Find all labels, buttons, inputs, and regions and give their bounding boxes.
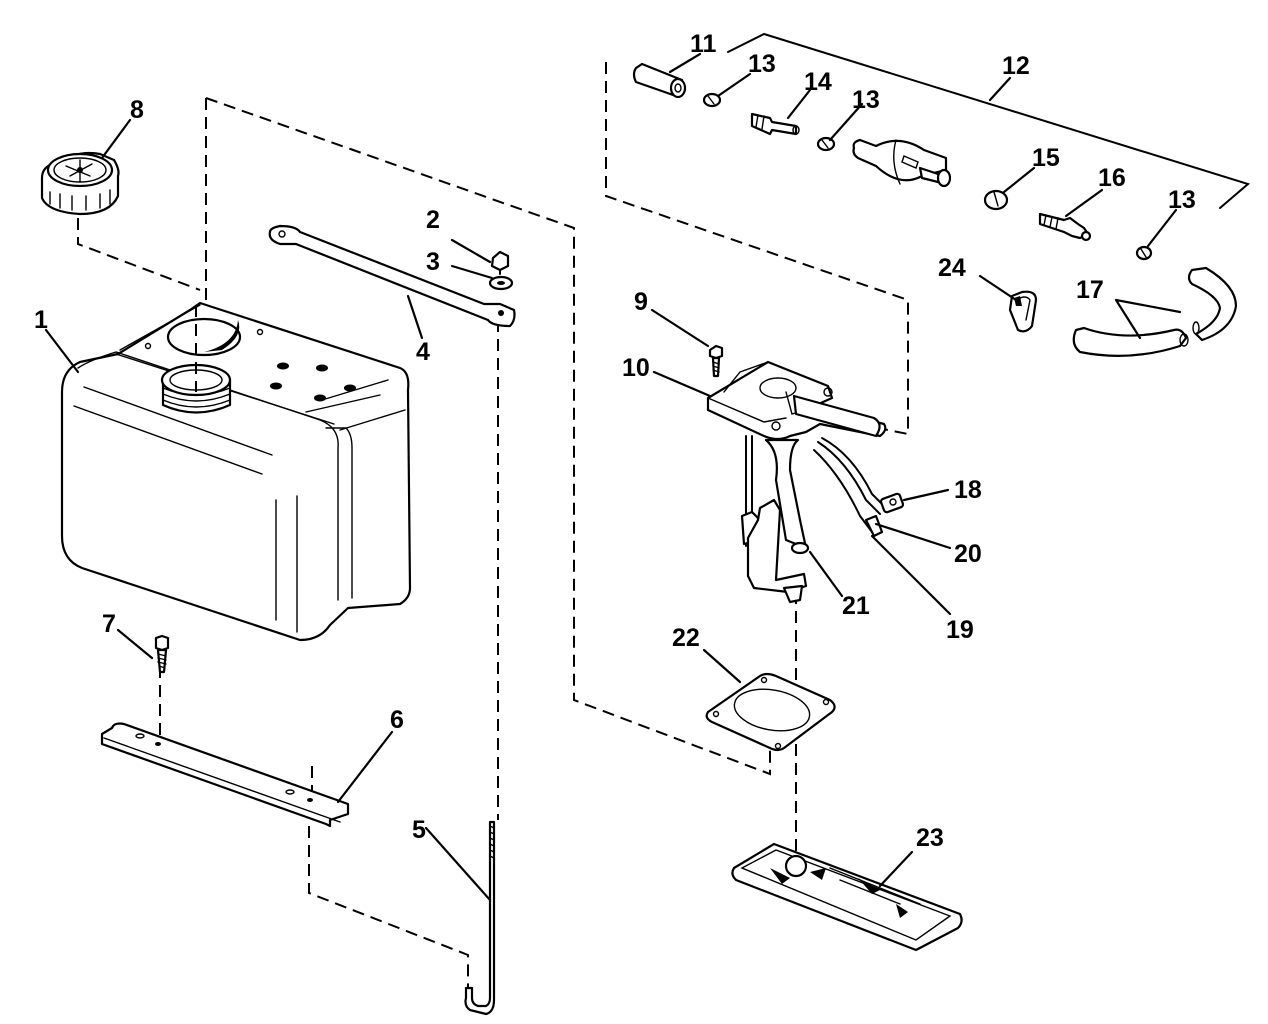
kit-12-bracket-line — [727, 32, 1251, 209]
hose-fitting — [750, 112, 800, 136]
callout-8: 8 — [130, 96, 144, 124]
callout-17: 17 — [1076, 276, 1104, 304]
callout-7: 7 — [102, 610, 116, 638]
callout-22: 22 — [672, 624, 700, 652]
callout-20: 20 — [954, 540, 982, 568]
callout-24: 24 — [938, 254, 966, 282]
fuel-tank — [60, 301, 412, 642]
fuel-pickup-assembly — [706, 360, 905, 604]
callout-1: 1 — [34, 306, 48, 334]
screw-hose-clamp — [1008, 290, 1038, 333]
callout-13a: 13 — [748, 50, 776, 78]
nut-and-washer — [488, 250, 514, 291]
callout-2: 2 — [426, 206, 440, 234]
callout-21: 21 — [842, 592, 870, 620]
callout-leader-lines — [44, 52, 1182, 902]
hose-clamp-1 — [702, 92, 722, 108]
primer-bulb — [852, 138, 952, 188]
callout-4: 4 — [416, 338, 430, 366]
connector-fitting — [1038, 212, 1092, 242]
pickup-gasket — [705, 672, 836, 752]
hose-connector-sleeve — [632, 62, 687, 99]
callout-9: 9 — [634, 288, 648, 316]
pickup-screw — [708, 344, 724, 378]
fuel-hose — [1072, 266, 1238, 357]
callout-6: 6 — [390, 706, 404, 734]
callout-23: 23 — [916, 824, 944, 852]
bracket-screw — [154, 634, 170, 674]
mounting-bracket — [100, 722, 350, 828]
callout-10: 10 — [622, 354, 650, 382]
j-bolt — [464, 820, 496, 1016]
callout-18: 18 — [954, 476, 982, 504]
callout-14: 14 — [804, 68, 832, 96]
fuel-gauge-decal — [731, 842, 963, 952]
callout-13c: 13 — [1168, 186, 1196, 214]
callout-labels: 1 2 3 4 5 6 7 8 9 10 11 12 13 13 13 14 1… — [34, 30, 1196, 852]
callout-16: 16 — [1098, 164, 1126, 192]
callout-5: 5 — [412, 816, 426, 844]
hold-down-strap — [268, 224, 516, 328]
callout-15: 15 — [1032, 144, 1060, 172]
callout-11: 11 — [690, 30, 717, 58]
check-valve — [983, 189, 1009, 211]
callout-12: 12 — [1002, 52, 1030, 80]
filler-cap — [40, 151, 120, 216]
callout-13b: 13 — [852, 86, 880, 114]
callout-3: 3 — [426, 248, 440, 276]
callout-19: 19 — [946, 616, 974, 644]
hose-clamp-3 — [1135, 245, 1153, 261]
